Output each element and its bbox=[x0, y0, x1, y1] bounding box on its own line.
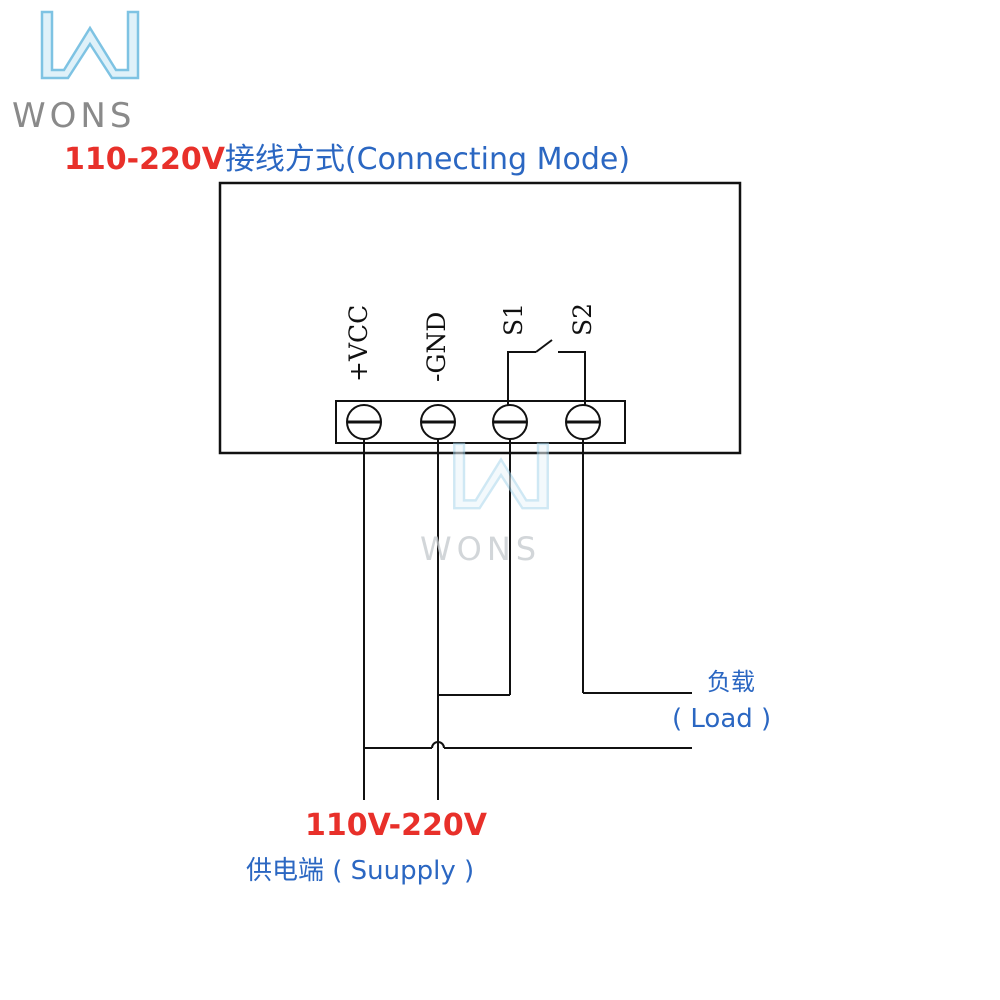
diagram-title: 110-220V接线方式(Connecting Mode) bbox=[64, 134, 630, 178]
load-label-en: ( Load ) bbox=[672, 704, 772, 734]
supply-label: 供电端 ( Suupply ) bbox=[246, 856, 475, 886]
terminal-label-gnd: -GND bbox=[422, 311, 451, 382]
wons-w-logo-icon bbox=[40, 10, 140, 80]
terminal-label-s2: S2 bbox=[568, 302, 597, 336]
logo-text: WONS bbox=[12, 96, 136, 136]
terminal-label-s1: S1 bbox=[499, 302, 528, 336]
screw-s2 bbox=[565, 404, 601, 440]
load-label-cn: 负载 bbox=[707, 668, 755, 696]
supply-voltage: 110V-220V bbox=[305, 808, 487, 843]
title-cn: 接线方式 bbox=[224, 142, 345, 177]
terminal-label-vcc: +VCC bbox=[344, 304, 373, 382]
screw-vcc bbox=[346, 404, 382, 440]
title-en: (Connecting Mode) bbox=[344, 142, 631, 177]
screw-s1 bbox=[492, 404, 528, 440]
title-voltage: 110-220V bbox=[64, 142, 225, 177]
device-box bbox=[218, 181, 742, 455]
screw-gnd bbox=[420, 404, 456, 440]
relay-switch bbox=[507, 339, 586, 405]
wons-w-watermark-icon bbox=[453, 442, 549, 510]
watermark-text: WONS bbox=[420, 530, 542, 568]
